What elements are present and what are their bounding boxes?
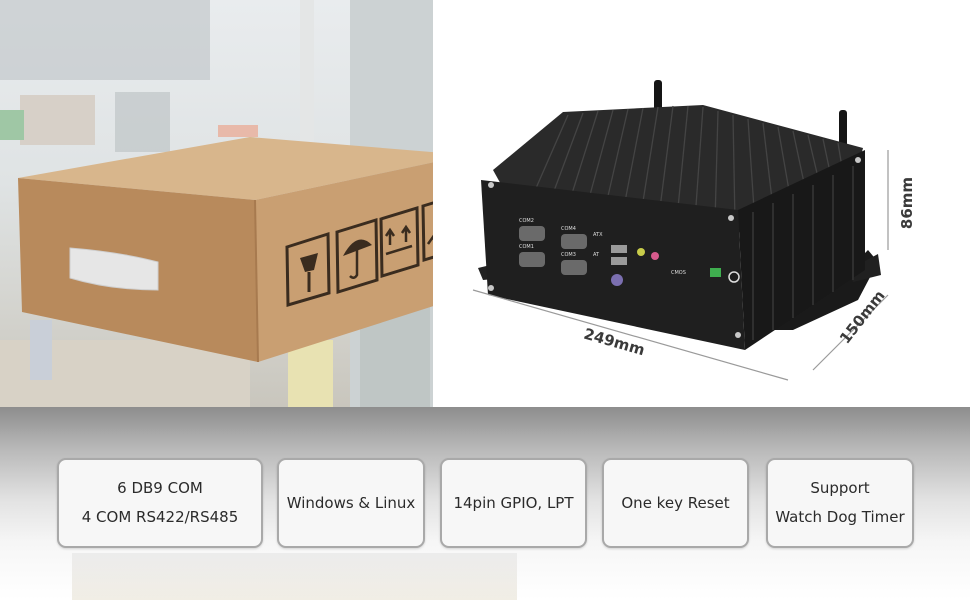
feature-reset: One key Reset [602, 458, 749, 548]
feature-com-line2: 4 COM RS422/RS485 [81, 508, 239, 526]
feature-gpio-line1: 14pin GPIO, LPT [453, 493, 574, 512]
shipping-box [18, 137, 468, 363]
yellow-post [288, 340, 333, 407]
green-panel [0, 110, 24, 140]
port-label-at: AT [593, 252, 600, 258]
hero-image: 249mm 150mm 86mm COM2 COM4 COM1 COM3 ATX… [0, 0, 970, 407]
antenna-right [839, 110, 847, 150]
feature-watchdog-line1: Support [810, 479, 870, 497]
height-label: 86mm [898, 176, 917, 230]
red-sign [218, 125, 258, 137]
wall-panel [0, 0, 210, 80]
feature-watchdog-line2: Watch Dog Timer [775, 508, 905, 526]
box-front [255, 155, 468, 362]
product-photo: 249mm 150mm 86mm COM2 COM4 COM1 COM3 ATX… [433, 0, 970, 407]
usb-ports [611, 245, 627, 265]
umbrella-icon [335, 217, 379, 295]
port-label-atx: ATX [593, 232, 603, 238]
box-handle [69, 247, 159, 291]
audio-mic-in [651, 252, 659, 260]
power-connector [710, 268, 721, 277]
feature-os-line1: Windows & Linux [286, 493, 416, 512]
wall-sign [20, 95, 95, 145]
feature-watchdog: Support Watch Dog Timer [766, 458, 914, 548]
feature-os: Windows & Linux [277, 458, 425, 548]
electric-box [115, 92, 170, 152]
feature-reset-line1: One key Reset [621, 493, 730, 512]
mini-pc [472, 80, 889, 381]
port-label-com2: COM2 [519, 218, 534, 224]
port-label-cmos: CMOS [671, 270, 686, 276]
band-reflection [72, 553, 517, 600]
box-top [18, 137, 468, 200]
port-label-com3: COM3 [561, 252, 576, 258]
feature-com-ports: 6 DB9 COM 4 COM RS422/RS485 [57, 458, 263, 548]
side-fins [752, 166, 854, 340]
port-label-com4: COM4 [561, 226, 576, 232]
bottle [30, 320, 52, 380]
fragile-icon [285, 231, 331, 307]
feature-gpio: 14pin GPIO, LPT [440, 458, 587, 548]
feature-com-line1: 6 DB9 COM [117, 479, 203, 497]
power-icon [728, 271, 740, 283]
audio-line-out [637, 248, 645, 256]
port-label-com1: COM1 [519, 244, 534, 250]
this-side-up-icon [379, 205, 420, 279]
ps2-port [611, 274, 623, 286]
width-line [812, 294, 889, 371]
screws [488, 157, 861, 338]
com-ports [519, 226, 587, 275]
length-line [472, 289, 789, 381]
